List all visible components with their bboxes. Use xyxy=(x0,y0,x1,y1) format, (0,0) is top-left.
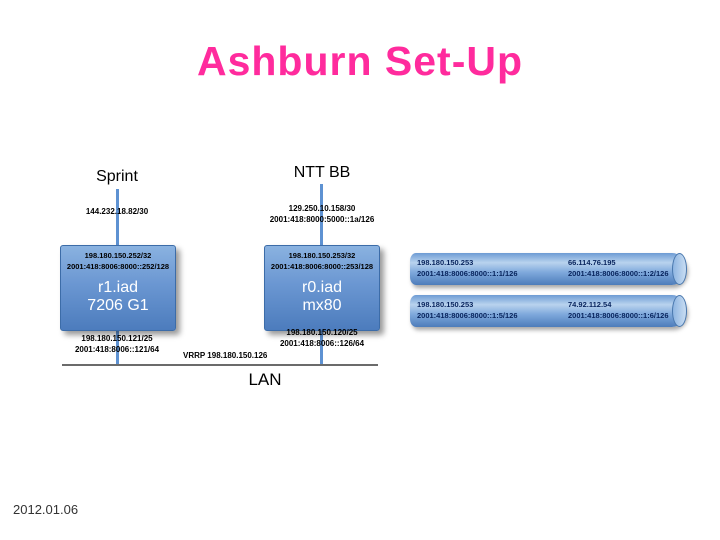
tunnel-1-near-ipv4: 198.180.150.253 xyxy=(417,258,474,267)
router-r1-loopback-ipv4: 198.180.150.252/32 xyxy=(84,251,152,260)
router-r1-lan-ipv4: 198.180.150.121/25 xyxy=(81,334,153,343)
tunnel-1-far-ipv6: 2001:418:8006:8000::1:2/126 xyxy=(568,268,669,278)
vrrp-label: VRRP 198.180.150.126 xyxy=(183,351,268,360)
router-r1-lan-ipv6: 2001:418:8006::121/64 xyxy=(74,344,160,354)
tunnel-1-near-ipv6: 2001:418:8006:8000::1:1/126 xyxy=(417,268,518,278)
router-r1-loopbacks: 198.180.150.252/32 2001:418:8006:8000::2… xyxy=(61,246,175,272)
router-r1-lan-ips: 198.180.150.121/25 2001:418:8006::121/64 xyxy=(56,334,178,356)
uplink-ip-sprint: 144.232.18.82/30 xyxy=(56,207,178,218)
provider-label-ntt: NTT BB xyxy=(293,164,351,181)
tunnel-1-far-ipv4: 66.114.76.195 xyxy=(568,258,616,267)
router-r1-model: 7206 G1 xyxy=(87,297,149,314)
uplink-line-ntt xyxy=(320,184,323,245)
tunnel-pipe-2-cap xyxy=(672,295,687,327)
router-r0-loopback-ipv6: 2001:418:8006:8000::253/128 xyxy=(270,261,374,271)
router-r0-model: mx80 xyxy=(302,297,342,314)
slide-date: 2012.01.06 xyxy=(13,502,79,517)
uplink-sprint-ipv4: 144.232.18.82/30 xyxy=(85,207,149,216)
uplink-ntt-ipv6: 2001:418:8000:5000::1a/126 xyxy=(269,214,375,224)
router-r0-name: r0.iad xyxy=(301,279,343,296)
uplink-line-sprint xyxy=(116,189,119,245)
tunnel-2-far-ips: 74.92.112.54 2001:418:8006:8000::1:6/126 xyxy=(568,300,669,322)
lan-line-r0 xyxy=(320,330,323,365)
slide-title: Ashburn Set-Up xyxy=(196,38,524,84)
router-r0-lan-ips: 198.180.150.120/25 2001:418:8006::126/64 xyxy=(256,328,388,350)
tunnel-1-far-ips: 66.114.76.195 2001:418:8006:8000::1:2/12… xyxy=(568,258,669,280)
lan-bus-line xyxy=(62,364,378,366)
lan-label: LAN xyxy=(248,370,282,389)
tunnel-2-far-ipv4: 74.92.112.54 xyxy=(568,300,612,309)
uplink-ntt-ipv4: 129.250.10.158/30 xyxy=(288,204,356,213)
router-r0-loopbacks: 198.180.150.253/32 2001:418:8006:8000::2… xyxy=(265,246,379,272)
uplink-ip-ntt: 129.250.10.158/30 2001:418:8000:5000::1a… xyxy=(248,204,396,226)
router-r0-loopback-ipv4: 198.180.150.253/32 xyxy=(288,251,356,260)
lan-line-r1 xyxy=(116,330,119,365)
router-r0-lan-ipv6: 2001:418:8006::126/64 xyxy=(279,338,365,348)
router-r1-loopback-ipv6: 2001:418:8006:8000::252/128 xyxy=(66,261,170,271)
provider-label-sprint: Sprint xyxy=(96,168,138,185)
tunnel-1-near-ips: 198.180.150.253 2001:418:8006:8000::1:1/… xyxy=(417,258,518,280)
tunnel-pipe-1-cap xyxy=(672,253,687,285)
tunnel-pipe-1: 198.180.150.253 2001:418:8006:8000::1:1/… xyxy=(410,253,687,285)
tunnel-pipe-2: 198.180.150.253 2001:418:8006:8000::1:5/… xyxy=(410,295,687,327)
router-box-r0: 198.180.150.253/32 2001:418:8006:8000::2… xyxy=(264,245,380,331)
tunnel-2-near-ips: 198.180.150.253 2001:418:8006:8000::1:5/… xyxy=(417,300,518,322)
router-r0-lan-ipv4: 198.180.150.120/25 xyxy=(286,328,358,337)
tunnel-2-far-ipv6: 2001:418:8006:8000::1:6/126 xyxy=(568,310,669,320)
tunnel-2-near-ipv4: 198.180.150.253 xyxy=(417,300,474,309)
router-r1-name: r1.iad xyxy=(97,279,139,296)
tunnel-2-near-ipv6: 2001:418:8006:8000::1:5/126 xyxy=(417,310,518,320)
router-box-r1: 198.180.150.252/32 2001:418:8006:8000::2… xyxy=(60,245,176,331)
